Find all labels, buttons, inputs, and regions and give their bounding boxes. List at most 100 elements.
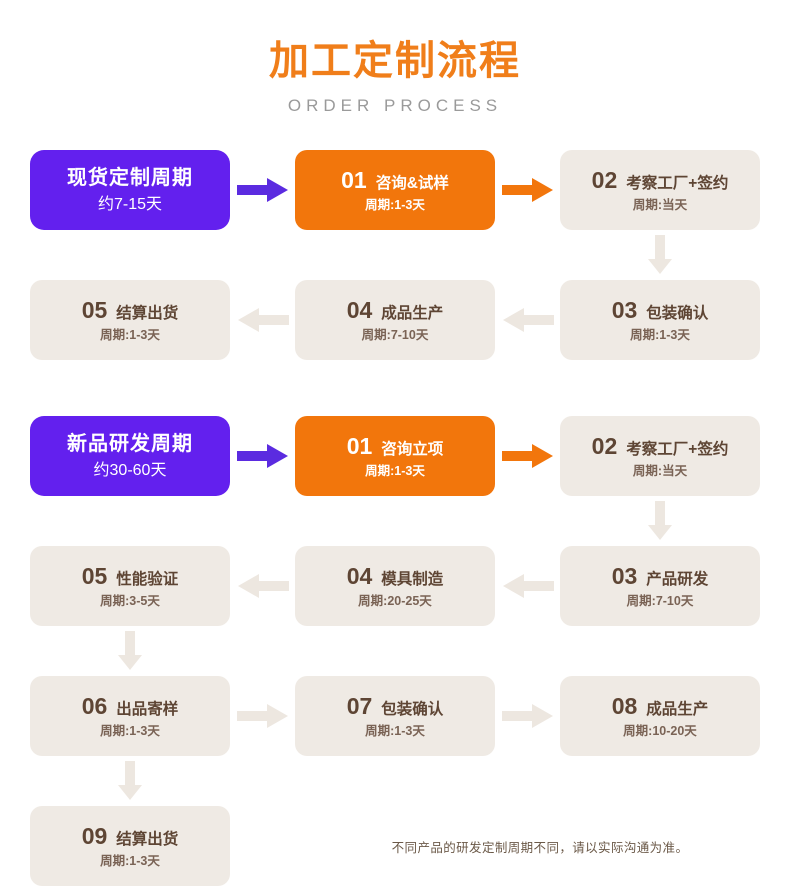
- footer-note-slot: 不同产品的研发定制周期不同，请以实际沟通为准。: [320, 806, 760, 886]
- step-title: 结算出货: [116, 304, 179, 322]
- step-card-06[interactable]: 06 出品寄样 周期:1-3天: [30, 676, 230, 756]
- step-box[interactable]: 05 结算出货 周期:1-3天: [30, 280, 230, 360]
- step-card-02[interactable]: 02 考察工厂+签约 周期:当天: [560, 150, 760, 230]
- cycle-label-main: 现货定制周期: [67, 166, 193, 189]
- step-card-09[interactable]: 09 结算出货 周期:1-3天: [30, 806, 230, 886]
- step-number: 05: [81, 296, 108, 323]
- step-card-04[interactable]: 04 成品生产 周期:7-10天: [295, 280, 495, 360]
- step-heading: 04 模具制造: [346, 562, 444, 589]
- connector-gap: [495, 177, 560, 203]
- flow-row: 06 出品寄样 周期:1-3天 07 包装确认 周期:1-3天: [30, 676, 760, 756]
- footer-note: 不同产品的研发定制周期不同，请以实际沟通为准。: [391, 840, 689, 855]
- step-heading: 02 考察工厂+签约: [592, 168, 729, 192]
- step-card-03[interactable]: 03 包装确认 周期:1-3天: [560, 280, 760, 360]
- vertical-connector-row: [30, 496, 760, 546]
- step-box[interactable]: 06 出品寄样 周期:1-3天: [30, 676, 230, 756]
- step-number: 09: [81, 822, 108, 849]
- step-box[interactable]: 02 考察工厂+签约 周期:当天: [560, 150, 760, 230]
- step-number: 01: [341, 166, 367, 193]
- step-title: 咨询立项: [381, 440, 444, 458]
- connector-cell: [30, 756, 230, 806]
- step-card-08[interactable]: 08 成品生产 周期:10-20天: [560, 676, 760, 756]
- step-box[interactable]: 08 成品生产 周期:10-20天: [560, 676, 760, 756]
- step-title: 产品研发: [646, 570, 709, 588]
- step-box[interactable]: 05 性能验证 周期:3-5天: [30, 546, 230, 626]
- step-duration: 周期:7-10天: [626, 593, 694, 608]
- connector-gap: [230, 573, 295, 599]
- page-title: 加工定制流程: [269, 39, 521, 83]
- step-heading: 09 结算出货: [81, 822, 179, 849]
- arrow-right-icon: [501, 703, 554, 729]
- step-box[interactable]: 04 成品生产 周期:7-10天: [295, 280, 495, 360]
- step-card-05[interactable]: 05 结算出货 周期:1-3天: [30, 280, 230, 360]
- arrow-down-icon: [117, 761, 143, 801]
- cycle-label-card: 新品研发周期 约30-60天: [30, 416, 230, 496]
- step-box[interactable]: 09 结算出货 周期:1-3天: [30, 806, 230, 886]
- connector-gap: [495, 573, 560, 599]
- step-number: 07: [346, 692, 373, 719]
- flow-row: 现货定制周期 约7-15天 01 咨询&试样 周期:1-3天: [30, 150, 760, 230]
- step-number: 04: [346, 562, 373, 589]
- step-card-01[interactable]: 01 咨询立项 周期:1-3天: [295, 416, 495, 496]
- step-heading: 06 出品寄样: [82, 694, 179, 718]
- step-heading: 01 咨询立项: [347, 434, 444, 458]
- step-title: 包装确认: [646, 304, 709, 322]
- step-heading: 04 成品生产: [347, 298, 444, 322]
- step-title: 结算出货: [116, 830, 179, 848]
- step-title: 考察工厂+签约: [626, 440, 729, 458]
- arrow-down-icon: [647, 501, 673, 541]
- step-card-02[interactable]: 02 考察工厂+签约 周期:当天: [560, 416, 760, 496]
- step-title: 成品生产: [646, 700, 709, 718]
- step-card-04[interactable]: 04 模具制造 周期:20-25天: [295, 546, 495, 626]
- step-heading: 07 包装确认: [346, 692, 444, 719]
- step-title: 性能验证: [116, 570, 179, 588]
- step-box[interactable]: 07 包装确认 周期:1-3天: [295, 676, 495, 756]
- cycle-label-card: 现货定制周期 约7-15天: [30, 150, 230, 230]
- step-heading: 08 成品生产: [611, 692, 709, 719]
- arrow-left-icon: [237, 573, 289, 599]
- step-box[interactable]: 01 咨询立项 周期:1-3天: [295, 416, 495, 496]
- step-duration: 周期:10-20天: [623, 723, 697, 738]
- step-number: 03: [611, 562, 638, 589]
- step-card-07[interactable]: 07 包装确认 周期:1-3天: [295, 676, 495, 756]
- connector-gap: [495, 443, 560, 469]
- connector-cell: [560, 230, 760, 280]
- step-title: 模具制造: [381, 570, 444, 588]
- step-duration: 周期:1-3天: [100, 853, 160, 868]
- step-number: 08: [611, 692, 638, 719]
- new-product-cycle-box: 新品研发周期 约30-60天: [30, 416, 230, 496]
- step-box[interactable]: 04 模具制造 周期:20-25天: [295, 546, 495, 626]
- connector-gap: [230, 307, 295, 333]
- step-card-03[interactable]: 03 产品研发 周期:7-10天: [560, 546, 760, 626]
- process-flow: 现货定制周期 约7-15天 01 咨询&试样 周期:1-3天: [0, 150, 790, 886]
- vertical-connector-row: [30, 230, 760, 280]
- step-heading: 02 考察工厂+签约: [592, 434, 729, 458]
- step-title: 咨询&试样: [375, 174, 449, 192]
- step-heading: 03 产品研发: [611, 562, 709, 589]
- stock-custom-cycle-box: 现货定制周期 约7-15天: [30, 150, 230, 230]
- cycle-label-main: 新品研发周期: [67, 432, 193, 455]
- connector-gap: [495, 307, 560, 333]
- section-divider: [30, 360, 760, 416]
- arrow-right-icon: [236, 443, 289, 469]
- step-duration: 周期:1-3天: [100, 723, 160, 738]
- step-card-05[interactable]: 05 性能验证 周期:3-5天: [30, 546, 230, 626]
- step-box[interactable]: 03 包装确认 周期:1-3天: [560, 280, 760, 360]
- step-duration: 周期:当天: [632, 197, 688, 212]
- step-box[interactable]: 02 考察工厂+签约 周期:当天: [560, 416, 760, 496]
- step-duration: 周期:7-10天: [361, 327, 429, 342]
- arrow-left-icon: [502, 307, 554, 333]
- connector-gap: [230, 443, 295, 469]
- section-stock-custom: 现货定制周期 约7-15天 01 咨询&试样 周期:1-3天: [30, 150, 760, 360]
- step-duration: 周期:20-25天: [358, 593, 432, 608]
- cycle-label-sub: 约30-60天: [93, 461, 167, 479]
- step-heading: 01 咨询&试样: [341, 166, 449, 193]
- step-duration: 周期:1-3天: [365, 463, 425, 478]
- step-title: 考察工厂+签约: [626, 174, 729, 192]
- step-box[interactable]: 03 产品研发 周期:7-10天: [560, 546, 760, 626]
- step-card-01[interactable]: 01 咨询&试样 周期:1-3天: [295, 150, 495, 230]
- step-heading: 03 包装确认: [612, 298, 709, 322]
- connector-gap: [230, 177, 295, 203]
- flow-row: 09 结算出货 周期:1-3天 不同产品的研发定制周期不同，请以实际沟通为准。: [30, 806, 760, 886]
- step-box[interactable]: 01 咨询&试样 周期:1-3天: [295, 150, 495, 230]
